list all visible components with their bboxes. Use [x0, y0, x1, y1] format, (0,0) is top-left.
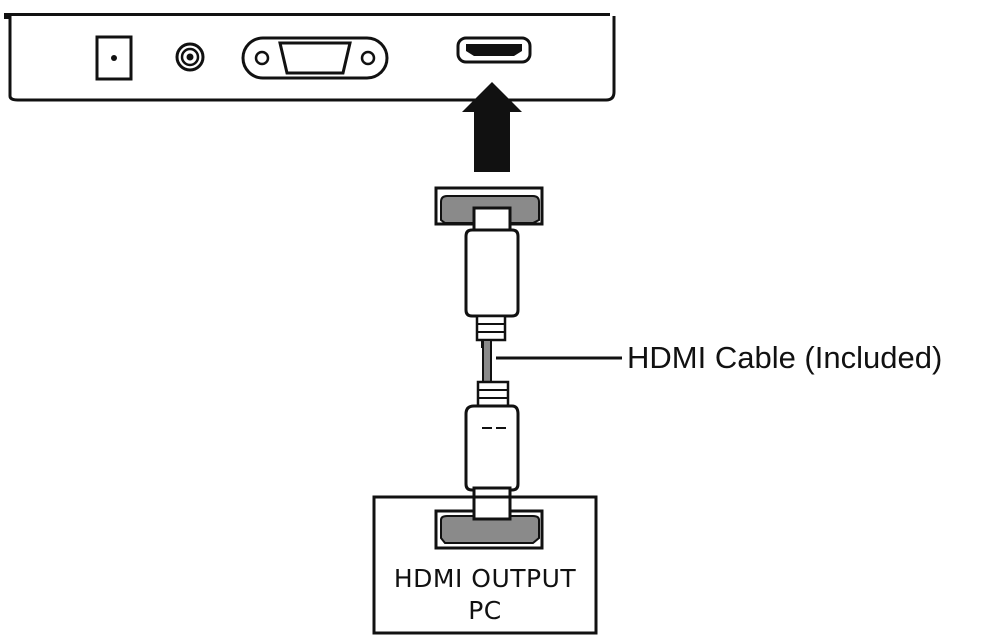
audio-jack-icon: [175, 42, 205, 72]
pc-output-box: [372, 495, 598, 635]
dc-power-jack-icon: [95, 35, 133, 81]
lower-hdmi-plug: [464, 380, 520, 520]
pc-label-line2: PC: [468, 596, 502, 625]
hdmi-port-icon: [456, 36, 532, 64]
upper-hdmi-plug: [434, 186, 544, 348]
arrow-up-icon: [462, 82, 522, 172]
hdmi-cable: [482, 339, 492, 383]
pc-label-line1: HDMI OUTPUT: [394, 564, 577, 593]
cable-label: HDMI Cable (Included): [627, 340, 942, 375]
vga-port-icon: [241, 36, 389, 80]
